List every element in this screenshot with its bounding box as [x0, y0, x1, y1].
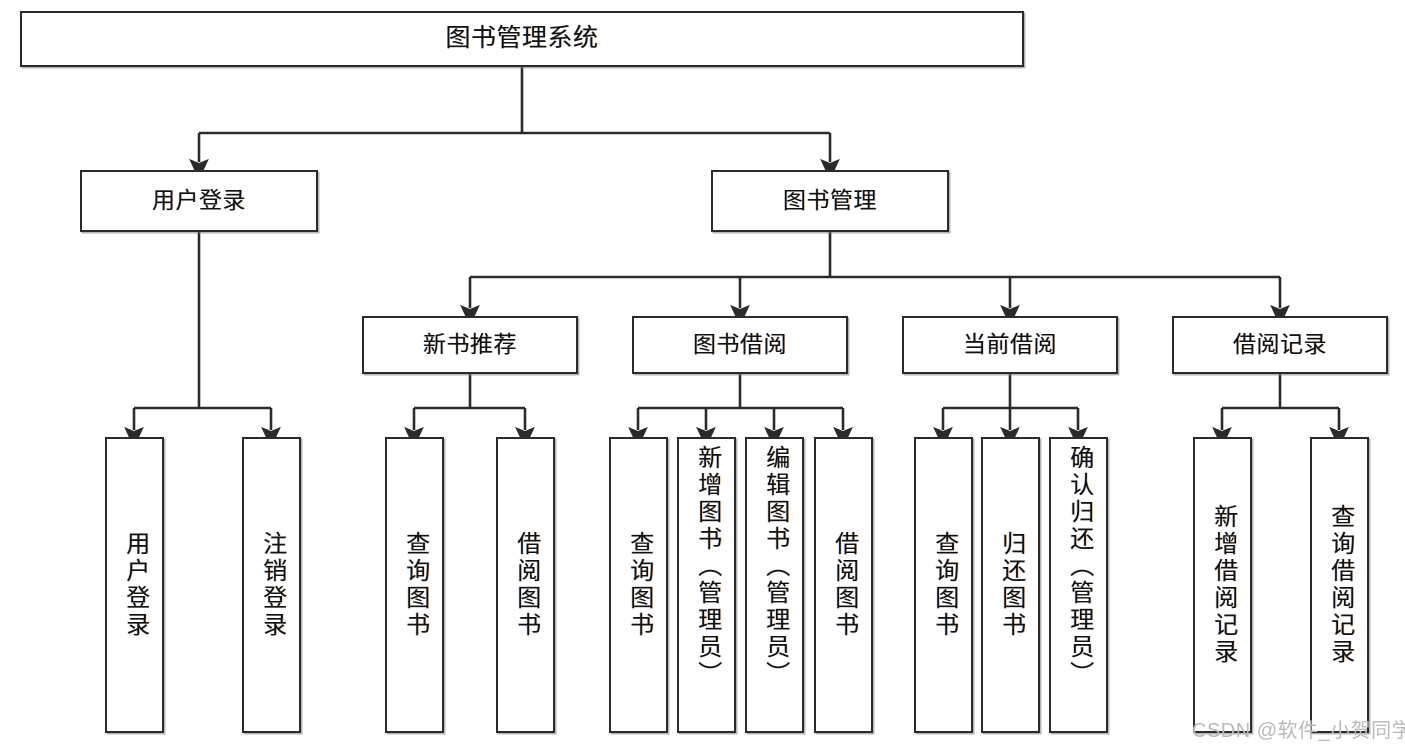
node-user-login[interactable]: 用户登录: [80, 170, 318, 232]
node-leaf-borrow-books-recommendation[interactable]: 借阅图书: [496, 437, 555, 733]
node-leaf-add-book-admin[interactable]: 新增图书（管理员）: [677, 437, 736, 733]
node-label: 新增图书（管理员）: [693, 445, 721, 688]
node-leaf-user-login[interactable]: 用户登录: [105, 437, 164, 733]
node-label: 注销登录: [258, 531, 286, 639]
node-current-borrowing[interactable]: 当前借阅: [902, 316, 1118, 374]
node-label: 用户登录: [121, 531, 149, 639]
node-borrowing-records[interactable]: 借阅记录: [1172, 316, 1388, 374]
node-leaf-edit-book-admin[interactable]: 编辑图书（管理员）: [745, 437, 804, 733]
node-leaf-query-books-current[interactable]: 查询图书: [914, 437, 973, 733]
node-label: 借阅图书: [830, 531, 858, 639]
node-label: 新书推荐: [423, 331, 517, 358]
node-label: 查询图书: [930, 531, 958, 639]
node-label: 用户登录: [152, 187, 246, 214]
node-label: 查询图书: [625, 531, 653, 639]
node-leaf-borrow-books-borrowing[interactable]: 借阅图书: [814, 437, 873, 733]
node-label: 归还图书: [997, 531, 1025, 639]
node-label: 图书管理系统: [445, 24, 599, 53]
node-leaf-return-books[interactable]: 归还图书: [981, 437, 1040, 733]
node-label: 查询图书: [401, 531, 429, 639]
node-leaf-logout[interactable]: 注销登录: [242, 437, 301, 733]
node-label: 查询借阅记录: [1326, 504, 1354, 666]
node-label: 借阅图书: [512, 531, 540, 639]
node-label: 图书管理: [783, 187, 877, 214]
node-leaf-query-borrow-record[interactable]: 查询借阅记录: [1310, 437, 1369, 733]
node-leaf-confirm-return-admin[interactable]: 确认归还（管理员）: [1049, 437, 1108, 733]
node-leaf-query-books-recommendation[interactable]: 查询图书: [385, 437, 444, 733]
node-label: 新增借阅记录: [1209, 504, 1237, 666]
node-label: 借阅记录: [1233, 331, 1327, 358]
node-leaf-query-books-borrowing[interactable]: 查询图书: [609, 437, 668, 733]
node-label: 图书借阅: [693, 331, 787, 358]
csdn-watermark: CSDN @软件_小贺同学: [1192, 720, 1405, 742]
node-label: 确认归还（管理员）: [1065, 445, 1093, 688]
node-root-book-management-system[interactable]: 图书管理系统: [20, 11, 1024, 67]
node-book-borrowing[interactable]: 图书借阅: [632, 316, 848, 374]
node-label: 当前借阅: [963, 331, 1057, 358]
node-label: 编辑图书（管理员）: [761, 445, 789, 688]
node-book-management[interactable]: 图书管理: [711, 170, 949, 232]
node-new-book-recommendation[interactable]: 新书推荐: [362, 316, 578, 374]
node-leaf-add-borrow-record[interactable]: 新增借阅记录: [1193, 437, 1252, 733]
